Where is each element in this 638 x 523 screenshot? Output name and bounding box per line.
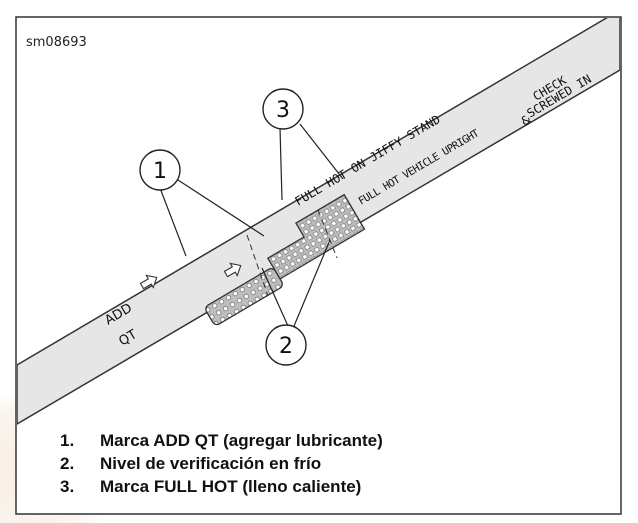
callout-1: 1 [139, 149, 181, 191]
arrow-icon [139, 274, 158, 290]
callout-2: 2 [265, 324, 307, 366]
cold-check-line [246, 234, 269, 297]
legend-text: Nivel de verificación en frío [100, 453, 322, 473]
cold-check-line [317, 209, 338, 259]
figure-id-label: sm08693 [26, 35, 87, 50]
svg-text:2: 2 [279, 334, 293, 359]
legend-number: 2. [60, 453, 75, 473]
legend-text: Marca FULL HOT (lleno caliente) [100, 476, 362, 496]
svg-text:1: 1 [153, 159, 167, 184]
legend-item: 1. Marca ADD QT (agregar lubricante) [42, 429, 622, 452]
legend-text: Marca ADD QT (agregar lubricante) [100, 430, 383, 450]
leader-lines [159, 123, 344, 327]
arrow-icon [223, 262, 242, 278]
legend-item: 2. Nivel de verificación en frío [42, 452, 622, 475]
legend: 1. Marca ADD QT (agregar lubricante) 2. … [42, 429, 622, 498]
legend-item: 3. Marca FULL HOT (lleno caliente) [42, 475, 622, 498]
full-hot-mark [266, 193, 366, 280]
svg-text:3: 3 [276, 98, 290, 123]
legend-number: 3. [60, 476, 75, 496]
legend-number: 1. [60, 430, 75, 450]
callout-3: 3 [262, 88, 304, 130]
